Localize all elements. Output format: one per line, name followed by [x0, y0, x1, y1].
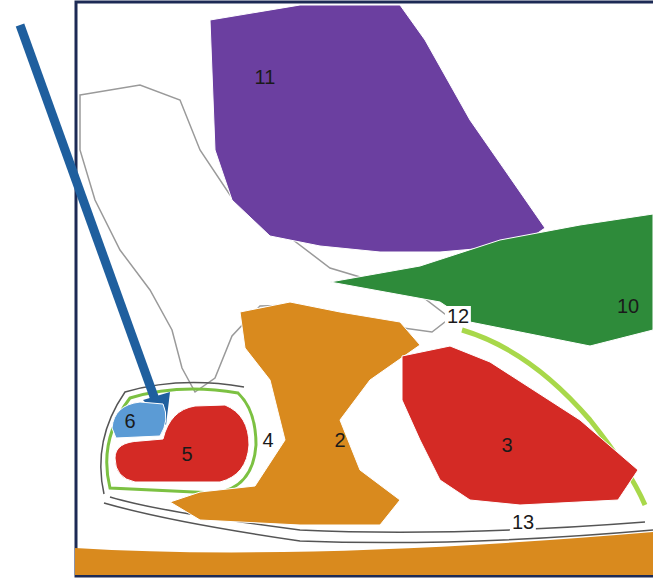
region-fill	[112, 402, 166, 438]
organ-region: 11	[205, 3, 550, 255]
frame	[76, 2, 653, 576]
callout-number: 6	[124, 411, 135, 431]
region-fill	[402, 346, 638, 505]
floor-band	[75, 532, 653, 575]
region-fill	[210, 5, 545, 252]
callout-number: 13	[510, 512, 536, 532]
callout-number: 5	[181, 444, 192, 464]
callout-number: 2	[334, 430, 345, 450]
callout-number: 3	[501, 435, 512, 455]
capsule-line	[107, 389, 256, 493]
pointer-arrow	[20, 25, 157, 405]
region-outline	[205, 3, 550, 255]
region-outline	[395, 340, 645, 510]
callout-number: 4	[260, 430, 275, 450]
callout-number: 11	[255, 67, 276, 87]
organ-region: 5	[110, 400, 255, 488]
region-fill	[115, 405, 249, 482]
organ-region: 2	[165, 295, 425, 530]
callout-number: 12	[445, 306, 471, 326]
organ-region: 3	[395, 340, 645, 510]
region-outline	[165, 295, 425, 530]
callout-number: 10	[617, 296, 639, 316]
region-fill	[170, 302, 420, 525]
